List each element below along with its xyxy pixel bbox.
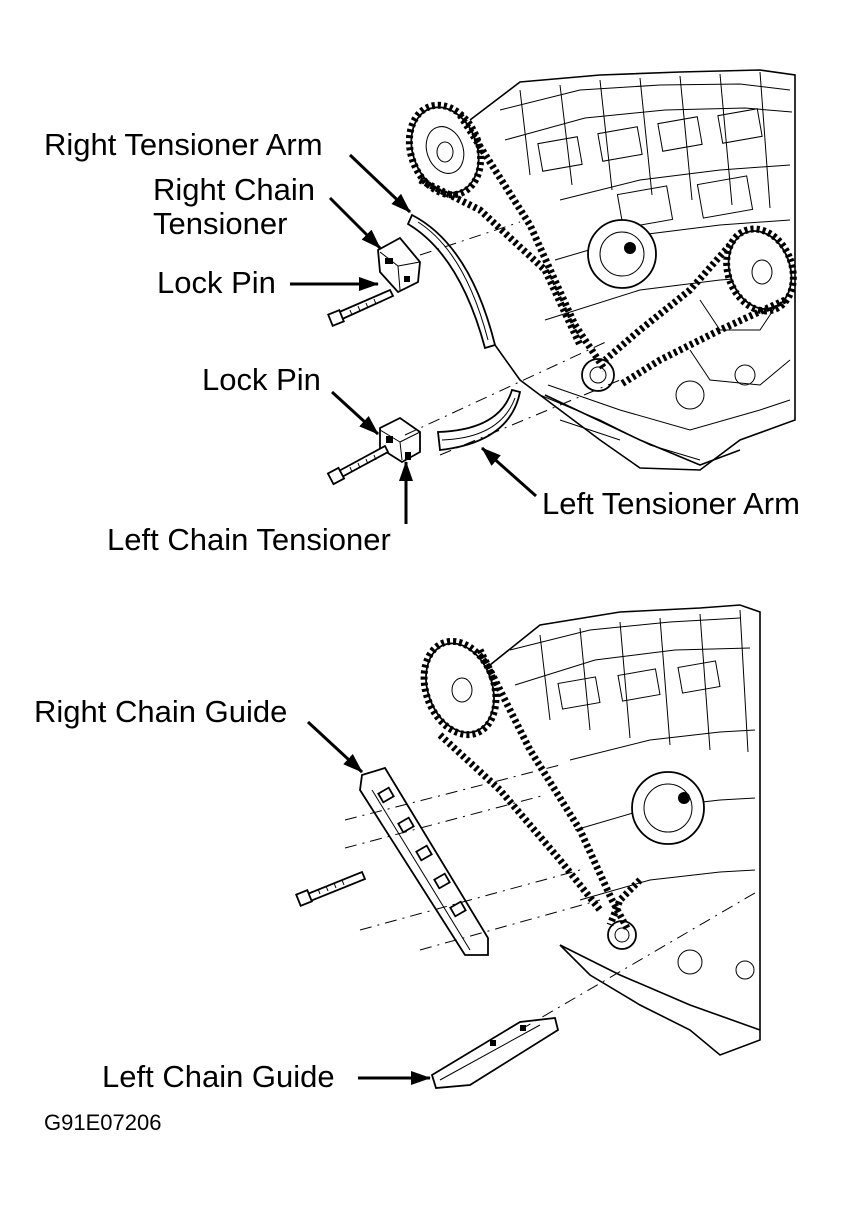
lock-pin-upper-label: Lock Pin — [157, 265, 276, 300]
label-left-chain-tensioner: Left Chain Tensioner — [107, 461, 413, 557]
left-tensioner-arm-label: Left Tensioner Arm — [542, 486, 800, 521]
bottom-engine-block — [489, 604, 761, 1056]
label-right-chain-tensioner: Right Chain Tensioner — [153, 172, 382, 250]
lower-bolt-part — [326, 444, 390, 486]
bottom-engine-illustration — [295, 604, 761, 1089]
left-chain-guide-part — [430, 1017, 560, 1089]
label-left-tensioner-arm: Left Tensioner Arm — [481, 446, 800, 521]
left-chain-guide-label: Left Chain Guide — [102, 1059, 335, 1094]
label-left-chain-guide: Left Chain Guide — [102, 1059, 431, 1094]
label-lock-pin-upper: Lock Pin — [157, 265, 379, 300]
top-left-timing-chain — [602, 242, 733, 363]
right-chain-tensioner-label-line1: Right Chain — [153, 172, 315, 207]
figure-code: G91E07206 — [44, 1110, 161, 1135]
bottom-right-timing-chain — [476, 648, 632, 932]
left-chain-tensioner-label: Left Chain Tensioner — [107, 522, 391, 557]
right-chain-tensioner-label-line2: Tensioner — [153, 206, 287, 241]
guide-bolt-part — [295, 870, 367, 907]
right-chain-guide-label: Right Chain Guide — [34, 694, 287, 729]
label-right-tensioner-arm: Right Tensioner Arm — [44, 127, 412, 214]
top-left-cam-sprocket — [723, 225, 797, 315]
label-right-chain-guide: Right Chain Guide — [34, 694, 364, 774]
top-right-cam-sprocket — [405, 101, 485, 199]
top-engine-block — [469, 69, 796, 471]
bottom-cam-sprocket — [420, 637, 500, 739]
right-tensioner-arm-part — [406, 213, 497, 350]
label-lock-pin-lower: Lock Pin — [202, 362, 380, 436]
left-chain-tensioner-part — [379, 416, 421, 464]
left-tensioner-arm-part — [436, 388, 522, 451]
right-chain-guide-part — [359, 766, 489, 956]
right-chain-tensioner-part — [377, 236, 421, 294]
right-tensioner-arm-label: Right Tensioner Arm — [44, 127, 323, 162]
upper-bolt-part — [327, 288, 395, 327]
top-engine-illustration — [326, 69, 797, 486]
lock-pin-lower-label: Lock Pin — [202, 362, 321, 397]
